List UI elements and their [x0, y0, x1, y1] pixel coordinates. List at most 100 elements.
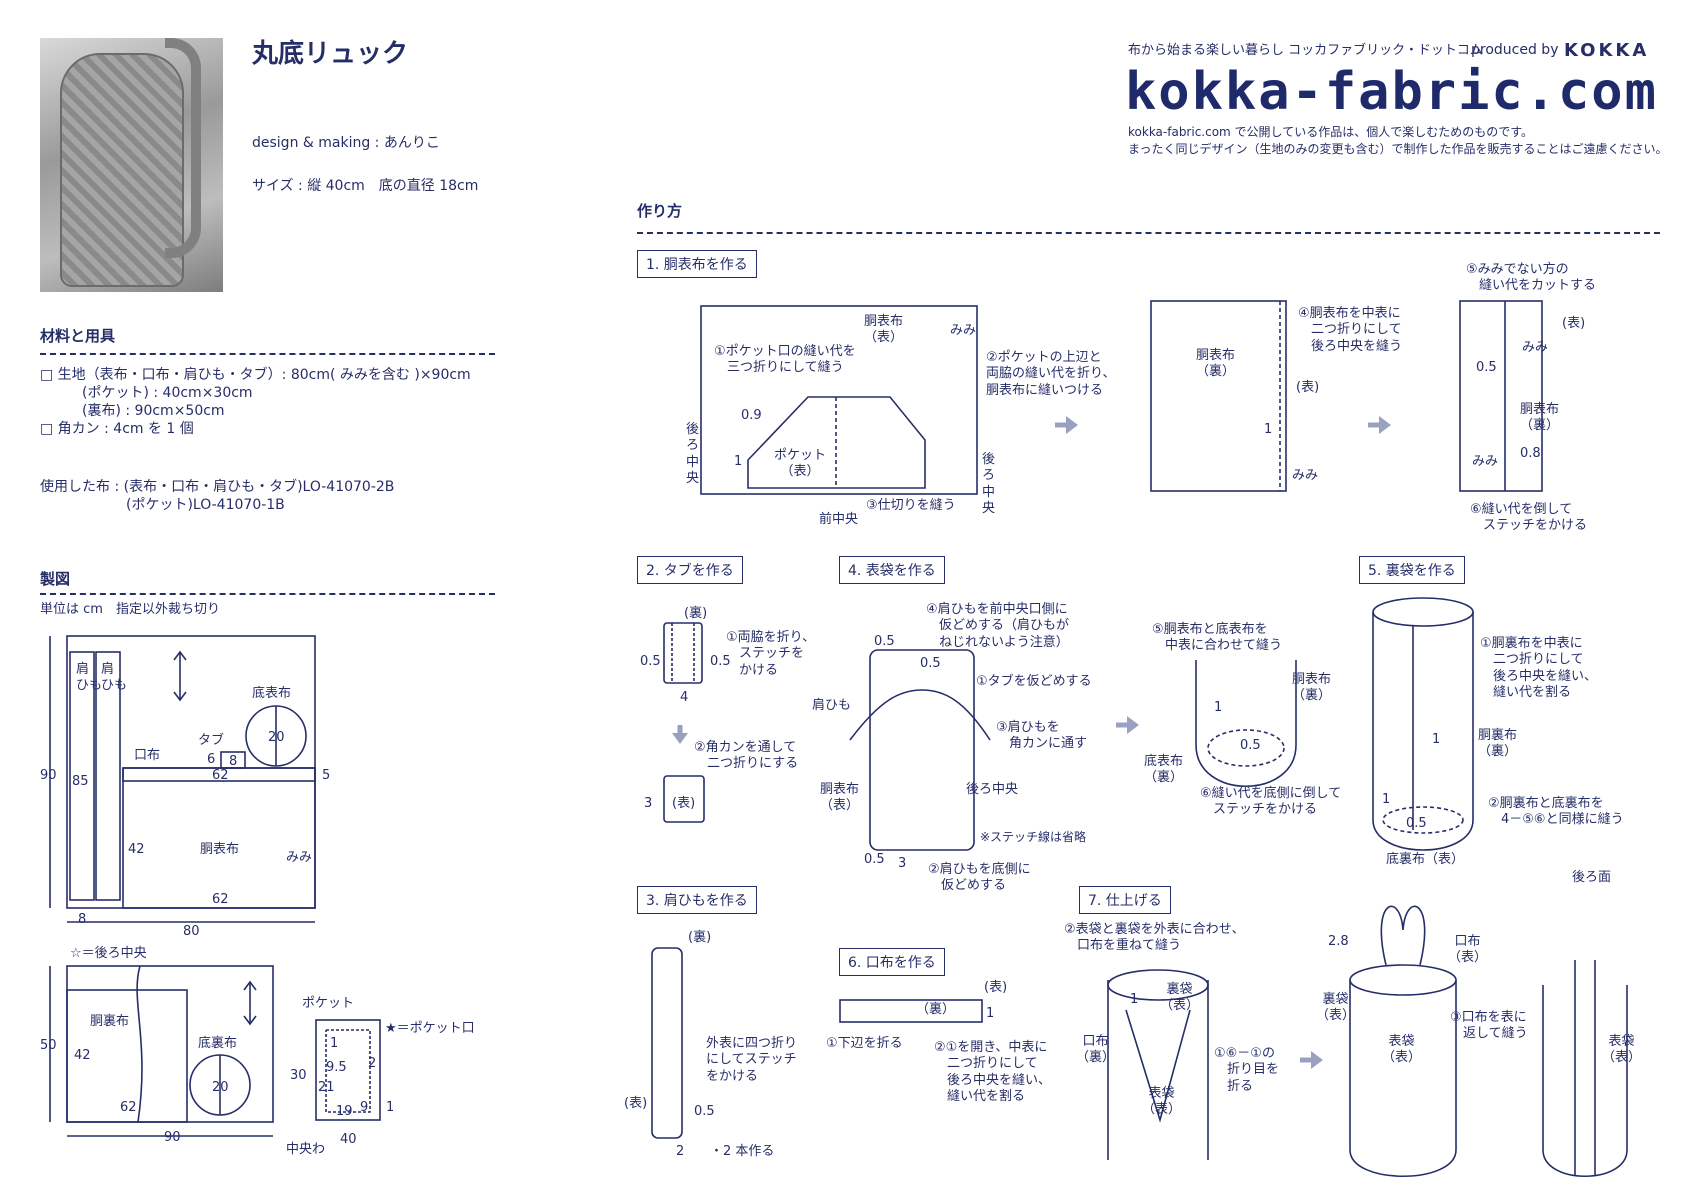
dim-62-bottom: 62 [212, 892, 229, 907]
s2-ura: (裏) [684, 606, 708, 621]
dim-lining-62: 62 [120, 1100, 137, 1115]
howto-divider [637, 232, 1660, 234]
dim-pocket-40: 40 [340, 1132, 357, 1147]
s1-front-center: 前中央 [819, 512, 859, 527]
s1-note6: ⑥縫い代を倒して ステッチをかける [1470, 502, 1588, 534]
s7-outer-bag: 表袋 （表） [1142, 1086, 1182, 1118]
label-strap-2: 肩 ひも [101, 662, 128, 694]
s1-back-center-right: 後 ろ 中 央 [982, 452, 996, 516]
s7-dim-2-8: 2.8 [1328, 934, 1349, 949]
s4-dim-0-5b: 0.5 [920, 656, 941, 671]
s1-omote: (表) [1296, 380, 1320, 395]
s2-dim-0-5b: 0.5 [710, 654, 731, 669]
s1-omote-2: (表) [1562, 316, 1586, 331]
strap-drawing [651, 947, 683, 1139]
material-item: □ 生地（表布・口布・肩ひも・タブ）: 80cm( みみを含む )×90cm [40, 367, 471, 383]
label-tab: タブ [198, 733, 225, 748]
s1-body-reverse: 胴表布 （裏） [1196, 348, 1236, 380]
materials-heading: 材料と用具 [40, 327, 116, 345]
label-selvage: みみ [286, 850, 313, 865]
s1-body-outer-front: 胴表布 （表） [864, 314, 904, 346]
dim-pocket-30: 30 [290, 1068, 307, 1083]
dim-pocket-19: 19 [336, 1104, 353, 1119]
s1-note5: ⑤みみでない方の 縫い代をカットする [1466, 262, 1597, 294]
s6-note1: ①下辺を折る [826, 1036, 903, 1051]
body-lining-piece [66, 989, 188, 1123]
s5-body-lining: 胴裏布 （裏） [1478, 728, 1518, 760]
label-center-fold: 中央わ [286, 1142, 326, 1157]
pattern-heading: 製図 [40, 570, 71, 588]
s5-dim-1b: 1 [1382, 792, 1391, 807]
assembly-drawing [1107, 980, 1209, 1160]
s6-note2: ②①を開き、中表に 二つ折りにして 後ろ中央を縫い、 縫い代を割る [934, 1040, 1052, 1104]
label-lining: 胴裏布 [90, 1014, 130, 1029]
step-1-title: 1. 胴表布を作る [637, 250, 757, 278]
s4-dim-0-5a: 0.5 [874, 634, 895, 649]
size-info: サイズ : 縦 40cm 底の直径 18cm [252, 178, 479, 194]
step-5-title: 5. 裏袋を作る [1359, 556, 1465, 584]
step1-seam [1459, 300, 1543, 492]
step-7-title: 7. 仕上げる [1079, 886, 1171, 914]
step-6-title: 6. 口布を作る [839, 948, 945, 976]
material-item: (裏布) : 90cm×50cm [40, 403, 225, 419]
outer-bag-drawing [869, 649, 975, 851]
s4-bottom-outer: 底表布 （裏） [1144, 754, 1184, 786]
s1-note1: ①ポケット口の縫い代を 三つ折りにして縫う [714, 344, 856, 376]
s7-lining-bag: 裏袋 （表） [1160, 982, 1200, 1014]
dim-80: 80 [183, 924, 200, 939]
bottom-joined-bag [1195, 660, 1297, 787]
s7-outer-bag-2: 表袋 （表） [1382, 1034, 1422, 1066]
step1-body [700, 305, 978, 495]
s1-body-reverse-2: 胴表布 （裏） [1520, 402, 1560, 434]
s4-note2: ②肩ひもを底側に 仮どめする [928, 862, 1031, 894]
dim-tab-8: 8 [229, 754, 238, 769]
label-strap: 肩 ひも [76, 662, 103, 694]
material-item: □ 角カン : 4cm を 1 個 [40, 421, 194, 437]
produced-by: produced by [1471, 42, 1559, 58]
s5-dim-1a: 1 [1432, 732, 1441, 747]
dim-90-height: 90 [40, 768, 57, 783]
s7-mouth-2: 口布 （表） [1448, 934, 1488, 966]
s4-dim-1: 1 [1214, 700, 1223, 715]
s1-dim-1: 1 [734, 454, 743, 469]
step-2-title: 2. タブを作る [637, 556, 743, 584]
tagline: 布から始まる楽しい暮らし コッカファブリック・ドットコム [1128, 43, 1483, 58]
label-mouth: 口布 [134, 748, 161, 763]
notice-line-1: kokka-fabric.com で公開している作品は、個人で楽しむためのもので… [1128, 125, 1533, 139]
mouth-piece [122, 767, 316, 782]
tab-drawing [663, 622, 703, 684]
dim-pocket-1a: 1 [330, 1036, 339, 1051]
s2-omote: (表) [672, 796, 696, 811]
strap-piece-2 [95, 651, 121, 901]
s4-note4: ④肩ひもを前中央口側に 仮どめする（肩ひもが ねじれないよう注意） [926, 602, 1070, 650]
s4-dim-0-5d: 0.5 [1240, 738, 1261, 753]
fabric-used-1: 使用した布 : (表布・口布・肩ひも・タブ)LO-41070-2B [40, 479, 395, 495]
lining-bag-drawing [1372, 612, 1474, 851]
fabric-used-2: (ポケット)LO-41070-1B [126, 497, 285, 513]
s7-dim-1: 1 [1130, 992, 1139, 1007]
finished-front [1349, 980, 1457, 1178]
s4-dim-3: 3 [898, 856, 907, 871]
s2-dim-4: 4 [680, 690, 689, 705]
dim-pocket-9-5: 9.5 [326, 1060, 347, 1075]
s7-mouth: 口布 （裏） [1076, 1034, 1116, 1066]
s4-body-outer: 胴表布 （表） [820, 782, 860, 814]
step-3-title: 3. 肩ひもを作る [637, 886, 757, 914]
credit: design & making : あんりこ [252, 135, 440, 151]
s2-note1: ①両脇を折り、 ステッチを かける [726, 630, 816, 678]
tab-piece [220, 751, 246, 769]
s1-note2: ②ポケットの上辺と 両脇の縫い代を折り、 胴表布に縫いつける [986, 350, 1116, 398]
dim-diameter-20b: 20 [212, 1080, 229, 1095]
s3-ura: (裏) [688, 930, 712, 945]
lining-cut-line [136, 965, 143, 1123]
site-logo[interactable]: kokka-fabric.com [1125, 62, 1658, 122]
s4-note6: ⑥縫い代を底側に倒して ステッチをかける [1200, 786, 1342, 818]
s1-selvage-4: みみ [1472, 454, 1499, 469]
s3-make-two: ・2 本作る [710, 1144, 775, 1159]
s5-note1: ①胴裏布を中表に 二つ折りにして 後ろ中央を縫い、 縫い代を割る [1480, 636, 1598, 700]
s6-ura: （裏） [916, 1002, 956, 1017]
pocket-note: ★＝ポケット口 [385, 1021, 475, 1036]
s1-note4: ④胴表布を中表に 二つ折りにして 後ろ中央を縫う [1298, 306, 1403, 354]
dim-diameter-20: 20 [268, 730, 285, 745]
